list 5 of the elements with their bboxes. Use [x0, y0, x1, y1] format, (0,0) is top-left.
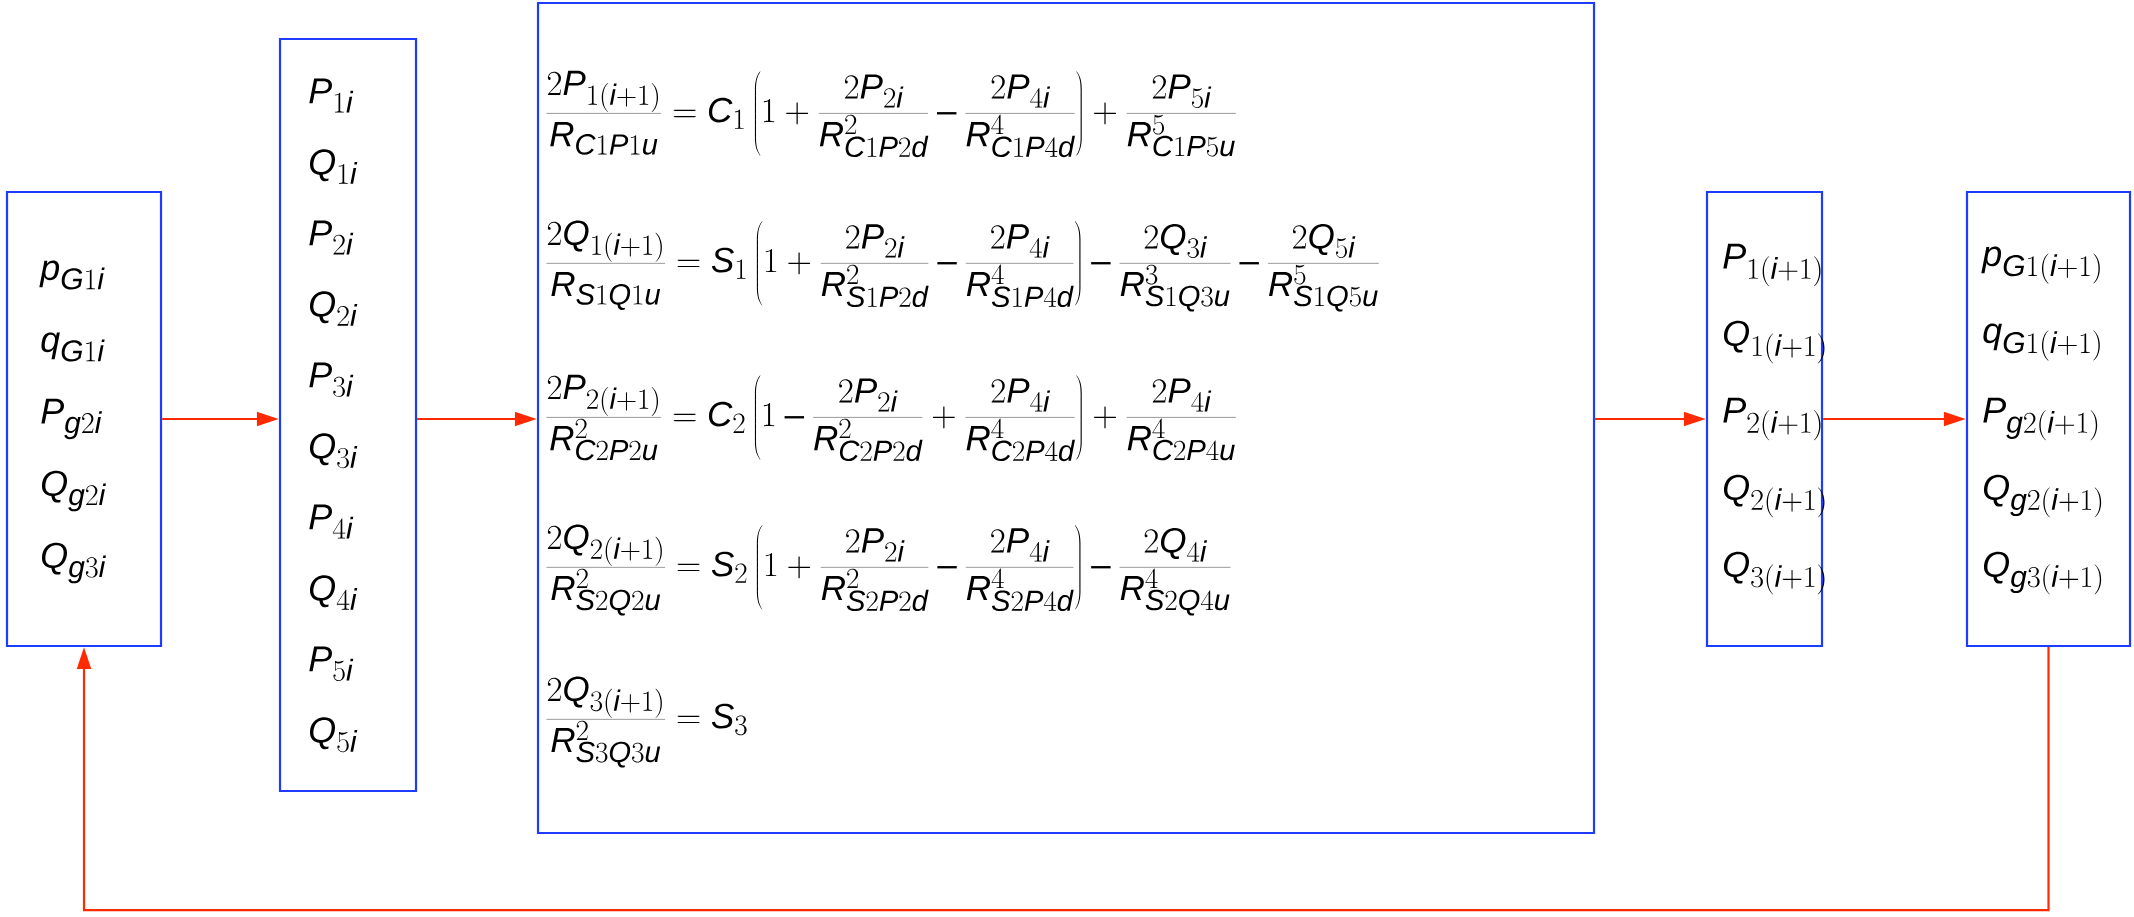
variable-list-box: $p_{G1(i+1)}$ $q_{G1(i+1)}$ $P_{g2(i+1)}$ $Q_{g2(i+1)}$ $Q_{g3(i+1)}$ — [1965, 190, 2132, 648]
variable-list-box: $p_{G1i}$ $q_{G1i}$ $P_{g2i}$ $Q_{g2i}$ $Q_{g3i}$ — [5, 190, 163, 648]
equation-box: $\frac{2P_{1(i+1)}}{R_{C1P1u}}=C_1\left(1+\frac{2P_{2i}}{R^2_{C1P2d}}-\frac{2P_{4i}}{R^4_{C1P4d}}\right)+\frac{2P_{5i}}{R^5_{C1P5u}}$ $\frac{2Q_{1(i+1)}}{R_{S1Q1u}}=S_1\left(1+\frac{2P_{2i}}{R^2_{S1P2d}}-\frac{2P_{4i}}{R^4_{S1P4d}}\right)-\frac{2Q_{3i}}{R^3_{S1Q3u}}-\frac{2Q_{5i}}{R^5_{S1Q5u}}$ $\frac{2P_{2(i+1)}}{R^2_{C2P2u}}=C_2\left(1-\frac{2P_{2i}}{R^2_{C2P2d}}+\frac{2P_{4i}}{R^4_{C2P4d}}\right)+\frac{2P_{4i}}{R^4_{C2P4u}}$ $\frac{2Q_{2(i+1)}}{R^2_{S2Q2u}}=S_2\left(1+\frac{2P_{2i}}{R^2_{S2P2d}}-\frac{2P_{4i}}{R^4_{S2P4d}}\right)-\frac{2Q_{4i}}{R^4_{S2Q4u}}$ $\frac{2Q_{3(i+1)}}{R^2_{S3Q3u}}=S_3$ — [536, 1, 1596, 835]
variable-list-box: $P_{1i}$ $Q_{1i}$ $P_{2i}$ $Q_{2i}$ $P_{3i}$ $Q_{3i}$ $P_{4i}$ $Q_{4i}$ $P_{5i}$ $Q_{5i}$ — [278, 37, 418, 793]
arrow — [76, 647, 2050, 912]
